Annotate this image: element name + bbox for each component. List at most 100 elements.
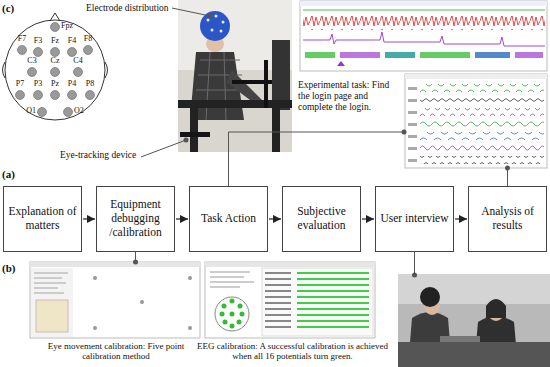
electrode-map <box>84 46 93 55</box>
interview-photo <box>398 274 550 367</box>
eeg-calibration-screen <box>265 308 291 310</box>
eye-calibration-screen <box>34 272 68 274</box>
eeg-signal-screen <box>420 132 544 140</box>
flow-arrow <box>455 218 467 219</box>
box-text: Analysis of results <box>473 205 542 233</box>
eye-calibration-screen <box>34 282 66 284</box>
leader-line <box>414 252 415 275</box>
eeg-calibration-screen <box>265 290 291 292</box>
eeg-signal-screen <box>420 120 544 128</box>
electrode-map <box>68 48 77 57</box>
eeg-calibration-screen <box>205 262 375 267</box>
eeg-signal-screen <box>303 16 545 30</box>
eeg-signal-screen <box>408 159 417 162</box>
electrode-map <box>51 68 60 77</box>
flow-arrow <box>176 218 188 219</box>
participant-photo <box>190 108 198 152</box>
eeg-signal-screen <box>300 1 547 6</box>
eeg-calibration-screen <box>210 286 240 288</box>
eeg-signal-screen <box>420 84 544 92</box>
eeg-calibration-screen <box>222 304 227 309</box>
image-caption: EEG calibration: A successful calibratio… <box>190 341 395 362</box>
eeg-calibration-screen <box>265 326 291 328</box>
eeg-calibration-screen <box>210 271 254 288</box>
eeg-calibration-screen <box>297 314 369 316</box>
eeg-calibration-screen <box>240 312 245 317</box>
process-box: Task Action <box>189 186 268 252</box>
flow-arrow <box>362 218 374 219</box>
eeg-signal-screen <box>420 52 470 58</box>
electrode-map <box>34 48 43 57</box>
electrode-label: P3 <box>28 80 48 89</box>
eeg-signal-screen <box>420 108 544 116</box>
participant-photo <box>180 132 210 137</box>
electrode-label: Fpz <box>61 22 81 31</box>
leader-dot <box>402 130 407 135</box>
eeg-signal-screen <box>405 74 547 168</box>
participant-photo <box>178 0 292 152</box>
interview-photo <box>440 336 480 342</box>
panel-letter: (c) <box>2 2 22 15</box>
eye-calibration-screen <box>30 262 200 338</box>
electrode-map <box>38 108 47 117</box>
eye-calibration-screen <box>30 262 200 338</box>
eeg-signal-screen <box>408 99 417 102</box>
eeg-calibration-screen <box>230 324 235 329</box>
eeg-calibration-screen <box>230 312 235 317</box>
eeg-signal-screen <box>337 61 345 66</box>
eeg-signal-screen <box>340 52 380 58</box>
process-box: Equipment debugging /calibration <box>96 186 175 252</box>
eeg-calibration-screen <box>237 320 242 325</box>
flow-arrow <box>269 218 281 219</box>
eeg-signal-screen <box>405 74 547 79</box>
eeg-calibration-screen <box>265 284 291 286</box>
eeg-calibration-screen <box>238 304 243 309</box>
participant-photo <box>207 15 225 33</box>
electrode-map <box>50 13 60 21</box>
leader-dot <box>412 273 417 278</box>
process-box: Analysis of results <box>468 186 547 252</box>
eeg-signal-screen <box>420 96 544 104</box>
eeg-calibration-screen <box>265 272 291 274</box>
eeg-calibration-screen <box>262 268 373 336</box>
eeg-calibration-screen <box>265 320 291 322</box>
participant-photo <box>272 108 280 152</box>
eye-calibration-screen <box>36 300 68 332</box>
interview-photo <box>420 287 440 307</box>
interview-photo <box>398 342 550 367</box>
eeg-signal-screen <box>408 135 417 138</box>
electrode-map <box>105 62 108 78</box>
electrode-map <box>86 91 95 100</box>
participant-photo <box>200 11 230 41</box>
electrode-map <box>5 20 105 120</box>
eye-calibration-screen <box>93 326 97 330</box>
leader-line <box>229 132 405 186</box>
eeg-calibration-screen <box>297 290 369 292</box>
electrode-map <box>34 91 43 100</box>
callout-label: Eye-tracking device <box>60 150 144 161</box>
eeg-signal-screen <box>303 10 545 11</box>
electrode-label: F8 <box>78 35 98 44</box>
leader-line <box>136 8 508 275</box>
eeg-signal-screen <box>303 32 545 46</box>
eeg-calibration-screen <box>297 278 369 280</box>
eye-calibration-screen <box>93 276 192 330</box>
eeg-calibration-screen <box>220 312 225 317</box>
eeg-signal-screen <box>515 52 543 58</box>
electrode-label: O1 <box>16 107 36 116</box>
eeg-calibration-screen <box>230 299 235 304</box>
interview-photo <box>486 299 506 318</box>
image-caption: Eye movement calibration: Five point cal… <box>30 341 202 362</box>
box-text: Explanation of matters <box>8 205 77 233</box>
process-box: Explanation of matters <box>3 186 82 252</box>
electrode-label: C4 <box>68 57 88 66</box>
participant-photo <box>220 30 223 33</box>
eye-calibration-screen <box>34 272 68 294</box>
eye-calibration-screen <box>34 287 58 289</box>
eeg-signal-screen <box>408 87 417 162</box>
box-text: Subjective evaluation <box>287 205 356 233</box>
participant-photo <box>264 60 268 108</box>
eeg-calibration-screen <box>297 284 369 286</box>
process-box: Subjective evaluation <box>282 186 361 252</box>
eye-calibration-screen <box>31 268 73 337</box>
